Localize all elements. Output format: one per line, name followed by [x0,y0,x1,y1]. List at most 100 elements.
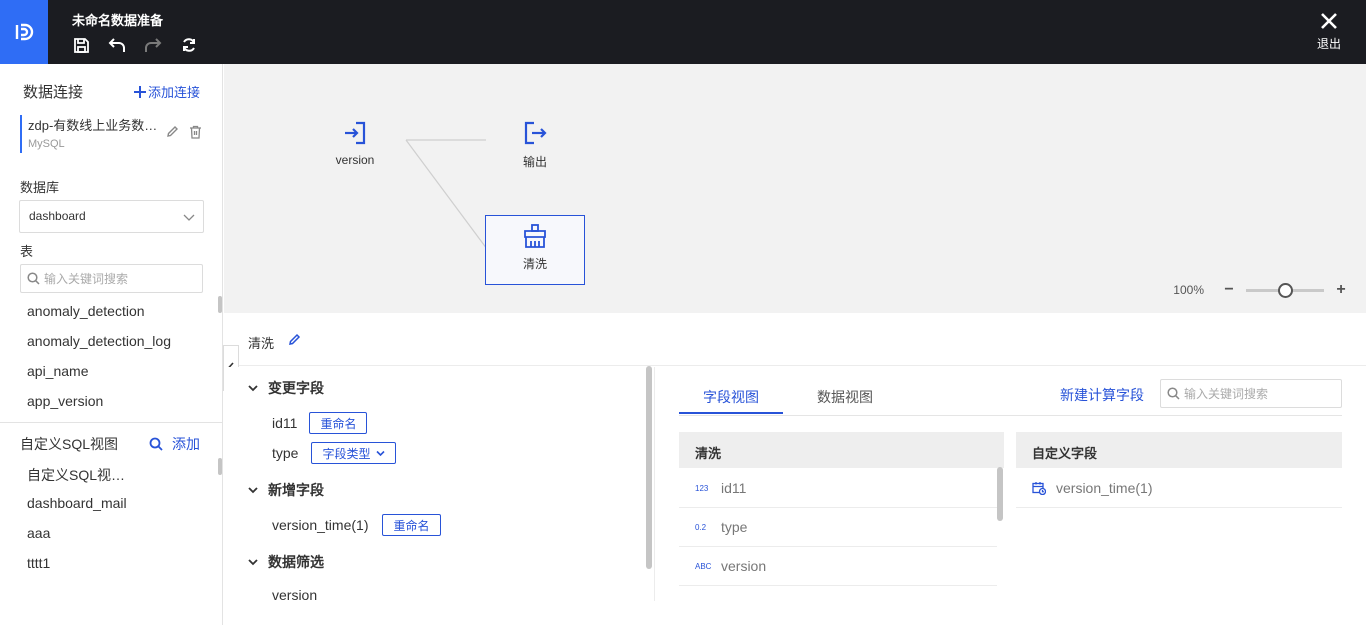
chevron-down-icon [248,559,258,566]
table-item[interactable]: anomaly_detection_log [27,333,171,349]
edit-title-button[interactable] [288,333,301,349]
add-sql-view-button[interactable]: 添加 [149,434,200,454]
field-row[interactable]: 123 id11 [679,469,997,508]
tabs-divider [679,415,1342,416]
integer-type-icon: 123 [695,483,709,493]
field-search-input[interactable] [1184,386,1334,401]
delete-connection-button[interactable] [189,125,203,139]
op-row: version [272,587,317,603]
field-name: id11 [721,480,747,496]
sql-view-item[interactable]: dashboard_mail [27,495,127,511]
decimal-type-icon: 0.2 [695,522,707,532]
node-label: 清洗 [522,257,547,271]
undo-button[interactable] [106,34,128,56]
field-name: type [721,519,748,535]
table-list-scrollbar[interactable] [218,296,222,313]
exit-label: 退出 [1316,37,1341,51]
search-icon [27,272,40,285]
operations-panel: 变更字段 id11 重命名 type 字段类型 新增字段 version_tim… [224,367,654,625]
operations-scrollbar[interactable] [646,366,652,569]
sql-view-item[interactable]: aaa [27,525,51,541]
section-title: 变更字段 [268,380,324,396]
string-type-icon: ABC [695,561,712,571]
rename-button[interactable]: 重命名 [382,514,441,536]
node-clean[interactable]: 清洗 [485,215,585,285]
refresh-icon [183,38,195,52]
output-icon [524,121,547,145]
connection-item[interactable]: zdp-有数线上业务数… MySQL [20,115,205,153]
sidebar: 数据连接 添加连接 zdp-有数线上业务数… MySQL 数据库 dashboa… [0,64,223,625]
field-type-label: 字段类型 [322,446,371,461]
flow-connectors [405,139,488,250]
sql-list-scrollbar[interactable] [218,458,222,475]
fields-panel: 字段视图 数据视图 新建计算字段 清洗 123 id11 0.2 type AB… [655,367,1366,625]
rename-label: 重命名 [320,416,357,431]
zoom-level: 100% [1173,283,1204,297]
input-icon [345,121,366,145]
op-field: id11 [272,415,298,431]
panel-title: 清洗 [248,336,275,351]
app-logo[interactable] [0,0,48,64]
table-search-input[interactable] [44,271,194,286]
field-type-select[interactable]: 字段类型 [311,442,397,464]
panel-header: 清洗 [224,314,1366,366]
section-add-fields[interactable]: 新增字段 [248,480,324,500]
field-name: version_time(1) [1056,480,1153,496]
plus-icon [133,85,146,98]
field-name: version [721,558,767,574]
pencil-icon [167,126,178,137]
table-item[interactable]: app_version [27,393,104,409]
new-calculated-field-button[interactable]: 新建计算字段 [1060,387,1144,403]
redo-button[interactable] [142,34,164,56]
table-item[interactable]: api_name [27,363,89,379]
section-data-filter[interactable]: 数据筛选 [248,552,324,572]
zoom-out-button[interactable]: − [1224,281,1234,298]
zoom-in-button[interactable]: + [1336,281,1346,298]
node-output[interactable]: 输出 [485,114,585,184]
flow-canvas[interactable]: version 输出 清洗 100% − + [224,64,1366,313]
field-list-scrollbar[interactable] [997,467,1003,521]
connection-name: zdp-有数线上业务数… [28,118,158,133]
sql-view-item[interactable]: tttt1 [27,555,51,571]
tab-field-view[interactable]: 字段视图 [703,389,759,405]
op-row: id11 重命名 [272,412,368,434]
add-connection-button[interactable]: 添加连接 [133,82,200,101]
save-button[interactable] [70,34,92,56]
exit-button[interactable]: 退出 [1316,12,1342,52]
custom-fields-card-title: 自定义字段 [1016,432,1342,468]
trash-icon [190,125,201,139]
field-row[interactable]: 0.2 type [679,508,997,547]
node-label: version [335,153,375,167]
connector-line [405,139,488,250]
pencil-icon [289,333,301,345]
add-sql-label: 添加 [172,436,200,452]
node-input-version[interactable]: version [305,114,405,184]
custom-sql-title: 自定义SQL视图 [20,436,119,452]
section-title: 数据筛选 [268,554,324,570]
op-row: type 字段类型 [272,442,397,464]
custom-field-row[interactable]: version_time(1) [1016,469,1342,508]
field-row[interactable]: ABC version [679,547,997,586]
active-tab-indicator [679,412,783,414]
table-item[interactable]: anomaly_detection [27,303,145,319]
search-icon [149,437,163,451]
add-connection-label: 添加连接 [147,85,200,100]
undo-icon [108,38,125,52]
section-change-fields[interactable]: 变更字段 [248,378,324,398]
redo-icon [145,38,162,52]
refresh-button[interactable] [178,34,200,56]
database-select[interactable]: dashboard [19,200,204,233]
sql-view-item[interactable]: 自定义SQL视… [27,467,126,483]
field-search [1160,379,1342,408]
op-field: version [272,587,318,603]
op-row: version_time(1) 重命名 [272,514,441,536]
rename-button[interactable]: 重命名 [309,412,368,434]
zoom-slider-knob[interactable] [1278,282,1293,298]
zoom-slider[interactable] [1246,282,1324,298]
edit-connection-button[interactable] [166,125,180,139]
database-value: dashboard [29,209,86,223]
chevron-down-icon [183,214,195,221]
zoom-control: 100% − + [1173,281,1348,299]
clean-icon [524,224,546,248]
tab-data-view[interactable]: 数据视图 [817,389,873,405]
